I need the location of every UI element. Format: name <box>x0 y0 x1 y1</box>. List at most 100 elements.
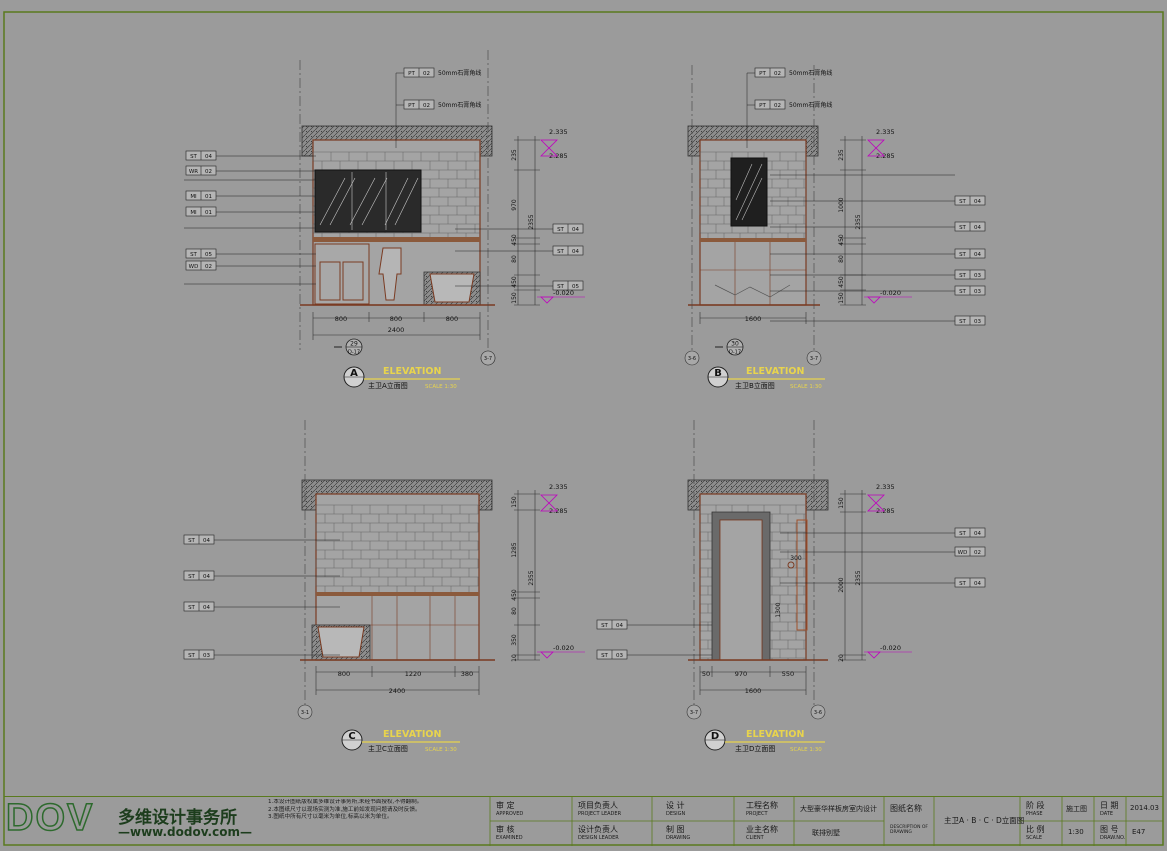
dim-h-c-1: 1220 <box>405 670 422 678</box>
firm-name: 多维设计事务所 <box>118 808 237 828</box>
inner-dim-d-0: 300 <box>790 555 802 562</box>
dim-v-a-3: 80 <box>511 255 518 263</box>
level-floor-c: -0.020 <box>553 644 574 652</box>
elevation-heading-c: ELEVATION <box>383 729 441 740</box>
tub-front-b <box>700 242 806 305</box>
sheet-label: 图 号 <box>1100 825 1119 834</box>
approved-en: APPROVED <box>496 811 524 817</box>
callout-c-left-0-type: ST <box>188 538 195 544</box>
dim-v-total-b: 2355 <box>855 214 862 229</box>
callout-d-left-0-type: ST <box>601 623 608 629</box>
note-1: 1.本设计图纸版权属多维设计事务所,未经书面授权,不得翻制。 <box>268 799 423 805</box>
dim-v-d-0: 150 <box>838 497 845 509</box>
dim-v-b-0: 235 <box>838 149 845 161</box>
elevation-b <box>687 65 866 355</box>
project-en: PROJECT <box>746 811 768 817</box>
project-label: 工程名称 <box>746 801 778 810</box>
topnote-text-b-1: 50mm石膏角线 <box>789 101 832 109</box>
axis-mark-b-0 <box>684 350 700 366</box>
callout-c-left-1-number: 04 <box>203 574 210 580</box>
elevation-heading-a: ELEVATION <box>383 366 441 377</box>
elevation-letter-b: B <box>714 368 722 379</box>
callout-a-right-1-type: ST <box>557 249 564 255</box>
drawing-label: 图纸名称 <box>890 804 922 813</box>
note-3: 3.图纸中所有尺寸以毫米为单位,标高以米为单位。 <box>268 814 393 821</box>
level-floor-d: -0.020 <box>880 644 901 652</box>
logo-area: DOV 多维设计事务所 —www.dodov.com— <box>5 796 268 843</box>
callout-d-left-0-number: 04 <box>616 623 623 629</box>
callout-a-left-4-number: 01 <box>205 210 212 216</box>
level-symbol-floor-c <box>540 651 554 659</box>
axis-mark-a-1 <box>480 350 496 366</box>
dim-h-d-0: 50 <box>702 670 710 678</box>
level-floor-b: -0.020 <box>880 289 901 297</box>
level-symbol-top-c <box>540 494 558 504</box>
note-2: 2.本图纸尺寸以现场实测为准,施工前如发现问题请及时反馈。 <box>268 806 421 813</box>
dim-v-c-3: 80 <box>511 607 518 615</box>
callout-a-right-1-number: 04 <box>572 249 579 255</box>
section-sheet-b: D-17 <box>729 350 741 356</box>
level-top-d: 2.335 <box>876 483 895 491</box>
window-diagonals-b <box>735 163 763 221</box>
dim-v-b-3: 80 <box>838 255 845 263</box>
tb-cells: 审 定 APPROVED 审 核 EXAMINED 项目负责人 PROJECT … <box>4 797 1163 846</box>
scale-value: 1:30 <box>1068 828 1084 836</box>
level-sub-c: 2.285 <box>549 507 568 515</box>
drawing-name: 主卫A · B · C · D立面图 <box>944 816 1025 825</box>
drawing-en: DESCRIPTION OF DRAWING <box>890 825 929 835</box>
callout-c-left-3-type: ST <box>188 653 195 659</box>
tub-front-c <box>316 596 479 660</box>
toilet-a <box>378 247 402 301</box>
callout-c-left-3-number: 03 <box>203 653 210 659</box>
topnote-a-1-type: PT <box>408 103 415 109</box>
scale-en: SCALE <box>1026 835 1043 841</box>
date-value: 2014.03 <box>1130 804 1159 812</box>
shower-valve-d <box>787 561 795 569</box>
topnote-b-0-type: PT <box>759 71 766 77</box>
elevation-subtitle-d: 主卫D立面图 <box>735 744 775 753</box>
counter-band-c <box>316 592 479 596</box>
dim-v-d-1: 2000 <box>838 577 845 592</box>
dim-h-total-c: 2400 <box>389 687 406 695</box>
dim-v-b-4: 450 <box>838 276 845 288</box>
elevation-subtitle-b: 主卫B立面图 <box>735 381 775 390</box>
horizontal-dims-b <box>699 312 807 324</box>
elevation-a <box>299 50 540 355</box>
topnote-b-0-number: 02 <box>774 71 781 77</box>
elevation-letter-a: A <box>350 368 358 379</box>
axis-mark-c-0 <box>297 704 313 720</box>
callout-b-right-4-number: 03 <box>974 273 981 279</box>
level-symbol-sub-a <box>540 147 558 157</box>
topnote-b-1-type: PT <box>759 103 766 109</box>
review-label: 审 核 <box>496 825 515 834</box>
elevation-d <box>687 420 866 705</box>
bathtub-c <box>317 626 365 658</box>
dim-h-a-2: 800 <box>446 315 458 323</box>
level-symbol-top-a <box>540 139 558 149</box>
inner-dim-d-1: 1300 <box>775 602 782 617</box>
callout-a-left-4-type: MI <box>190 210 197 216</box>
level-symbol-floor-a <box>540 296 554 304</box>
date-label: 日 期 <box>1100 801 1119 810</box>
dim-h-a-0: 800 <box>335 315 347 323</box>
dim-h-c-2: 380 <box>461 670 473 678</box>
axis-mark-text-d-0: 3-7 <box>690 710 698 716</box>
approved-label: 审 定 <box>496 801 515 810</box>
counter-band-b <box>700 238 806 242</box>
callout-b-right-1-number: 04 <box>974 199 981 205</box>
callout-d-right-0-number: 04 <box>974 531 981 537</box>
draw-label: 制 图 <box>666 825 685 834</box>
callout-d-right-2-type: ST <box>959 581 966 587</box>
level-top-c: 2.335 <box>549 483 568 491</box>
vertical-dims-a <box>514 136 540 306</box>
callout-a-left-7-number: 02 <box>205 264 212 270</box>
topnote-a-1-number: 02 <box>423 103 430 109</box>
review-en: EXAMINED <box>496 835 523 841</box>
callout-a-left-7-type: WD <box>189 264 199 270</box>
firm-url: —www.dodov.com— <box>118 825 252 839</box>
callout-b-right-1-type: ST <box>959 199 966 205</box>
bathtub-a <box>429 273 475 303</box>
scale-label: 比 例 <box>1026 825 1045 834</box>
elevation-letter-c: C <box>348 731 355 742</box>
